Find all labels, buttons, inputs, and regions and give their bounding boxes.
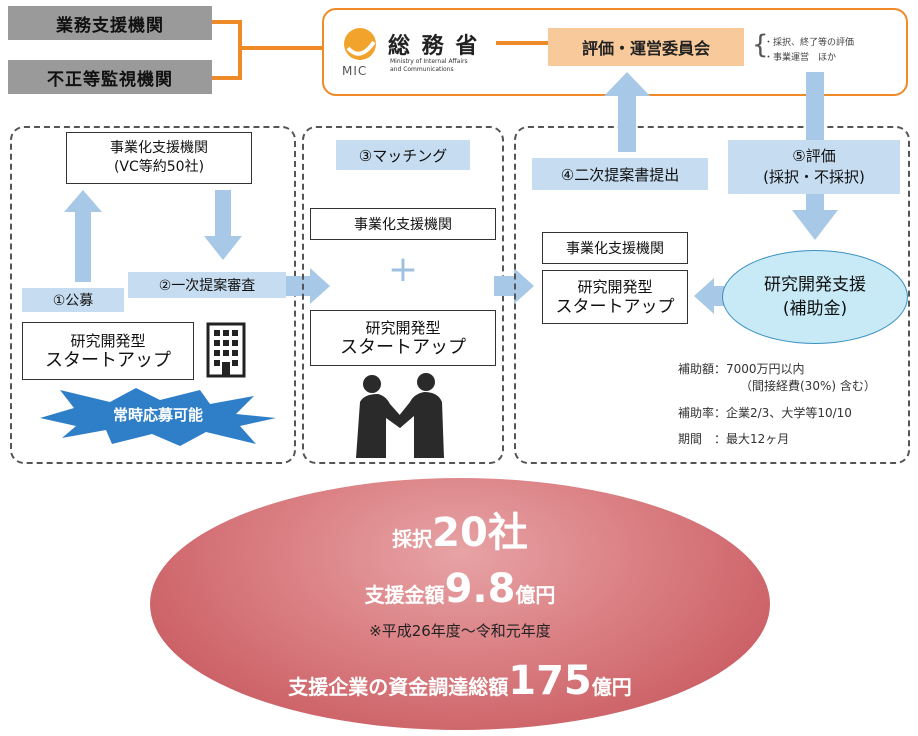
result-vc-box: 事業化支援機関 (542, 232, 688, 264)
step-first-screening: ②一次提案審査 (128, 272, 286, 298)
support-agency-box: 業務支援機関 (8, 6, 212, 40)
vc-box: 事業化支援機関 (VC等約50社) (66, 132, 252, 184)
startup-box: 研究開発型 スタートアップ (22, 322, 194, 380)
subsidy-period: 期間 ：最大12ヶ月 (678, 432, 790, 446)
step-matching: ③マッチング (336, 140, 470, 170)
rd-support-ellipse: 研究開発支援 (補助金) (722, 250, 908, 344)
handshake-icon (356, 373, 444, 458)
always-open-burst (40, 388, 276, 446)
subsidy-amount: 補助額：7000万円以内 (678, 362, 805, 376)
adopted-line: 採択20社 (392, 510, 528, 556)
building-icon (206, 322, 246, 378)
always-open-label: 常時応募可能 (112, 406, 203, 424)
mic-committee-link (496, 41, 548, 45)
monitoring-agency-box: 不正等監視機関 (8, 60, 212, 94)
committee-note-2: ・事業運営 ほか (764, 53, 837, 63)
mic-name: 総 務 省 (388, 34, 480, 59)
mic-english-line1: Ministry of Internal Affairs (390, 58, 468, 65)
step-open-call: ①公募 (22, 288, 124, 312)
mic-abbreviation: MIC (342, 64, 368, 78)
amount-line: 支援金額9.8億円 (364, 566, 556, 612)
connector-bracket (212, 20, 332, 80)
total-funding-line: 支援企業の資金調達総額175億円 (288, 658, 632, 704)
matching-startup-box: 研究開発型 スタートアップ (310, 310, 496, 366)
result-startup-box: 研究開発型 スタートアップ (542, 270, 688, 324)
subsidy-rate: 補助率：企業2/3、大学等10/10 (678, 406, 852, 420)
period-note: ※平成26年度～令和元年度 (369, 622, 551, 640)
summary-ellipse (150, 478, 770, 730)
step-evaluation: ⑤評価 (採択・不採択) (728, 140, 900, 194)
down-arrow-icon (204, 190, 242, 260)
plus-icon: + (387, 249, 419, 290)
evaluation-panel (514, 126, 910, 464)
mic-logo-icon (340, 26, 380, 66)
matching-vc-box: 事業化支援機関 (310, 208, 496, 240)
subsidy-indirect: （間接経費(30%) 含む） (740, 379, 876, 393)
right-arrow-icon (286, 268, 330, 304)
committee-note-1: ・採択、終了等の評価 (764, 38, 855, 48)
up-arrow-icon (64, 190, 102, 282)
committee-note-brace: { (752, 30, 769, 60)
evaluation-committee-box: 評価・運営委員会 (548, 28, 744, 66)
up-arrow-icon-2 (604, 72, 650, 152)
step-second-proposal: ④二次提案書提出 (532, 158, 708, 190)
mic-english-line2: and Communications (390, 66, 454, 73)
